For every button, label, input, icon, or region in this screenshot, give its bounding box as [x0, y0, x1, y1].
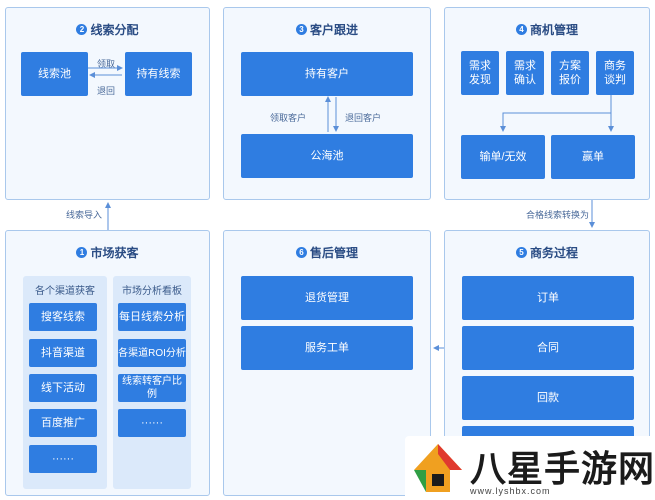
- step-demand-confirm[interactable]: 需求 确认: [506, 51, 544, 95]
- step-number-badge: 1: [76, 247, 88, 258]
- payment-box[interactable]: 回款: [462, 376, 634, 420]
- won-box[interactable]: 赢单: [551, 135, 635, 179]
- panel-title-aftersales: 6 售后管理: [224, 244, 430, 261]
- analysis-item[interactable]: 线索转客户比例: [118, 374, 186, 402]
- step-number-badge: 3: [295, 24, 307, 35]
- analysis-item-more[interactable]: ······: [118, 409, 186, 437]
- step-number-badge: 4: [515, 24, 527, 35]
- panel-market-acquisition: 1 市场获客 各个渠道获客 市场分析看板 搜客线索 抖音渠道 线下活动 百度推广…: [5, 230, 210, 496]
- panel-title-text: 市场获客: [90, 246, 139, 260]
- lost-invalid-box[interactable]: 输单/无效: [461, 135, 545, 179]
- watermark-text: 八星手游网: [470, 448, 655, 489]
- analysis-item[interactable]: 每日线索分析: [118, 303, 186, 331]
- take-label: 领取: [97, 59, 116, 69]
- panel-lead-assignment: 2 线索分配 线索池 持有线索 领取 退回: [5, 7, 210, 200]
- analysis-item[interactable]: 各渠道ROI分析: [118, 339, 186, 367]
- watermark-logo-icon: [414, 444, 462, 492]
- return-label: 退回: [97, 86, 116, 96]
- returns-management-box[interactable]: 退货管理: [241, 276, 413, 320]
- channels-group-title: 各个渠道获客: [35, 286, 95, 297]
- public-pool-box[interactable]: 公海池: [241, 134, 413, 178]
- channel-item[interactable]: 百度推广: [29, 409, 97, 437]
- panel-opportunity: 4 商机管理 需求 发现 需求 确认 方案 报价 商务 谈判 输单/无效 赢单: [444, 7, 650, 200]
- panel-title-text: 客户跟进: [309, 23, 358, 37]
- panel-title-text: 商务过程: [529, 246, 578, 260]
- channel-item[interactable]: 搜客线索: [29, 303, 97, 331]
- step-number-badge: 2: [76, 24, 88, 35]
- return-customer-label: 退回客户: [345, 113, 382, 123]
- panel-title-text: 线索分配: [90, 23, 139, 37]
- analysis-group-title: 市场分析看板: [122, 286, 182, 297]
- held-customers-box[interactable]: 持有客户: [241, 52, 413, 96]
- panel-business-process: 5 商务过程 订单 合同 回款: [444, 230, 650, 496]
- held-leads-box[interactable]: 持有线索: [125, 52, 192, 96]
- panel-title-customer-followup: 3 客户跟进: [224, 21, 430, 38]
- arrow-to-lost: [500, 95, 612, 132]
- channel-item[interactable]: 线下活动: [29, 374, 97, 402]
- channel-item-more[interactable]: ······: [29, 445, 97, 473]
- qualified-convert-label: 合格线索转换为: [526, 210, 590, 220]
- panel-title-text: 商机管理: [529, 23, 578, 37]
- channel-item[interactable]: 抖音渠道: [29, 339, 97, 367]
- lead-import-label: 线索导入: [66, 210, 103, 220]
- watermark-url: www.lyshbx.com: [470, 486, 551, 496]
- take-customer-label: 领取客户: [270, 113, 307, 123]
- panel-title-lead-assignment: 2 线索分配: [6, 21, 209, 38]
- panel-aftersales: 6 售后管理 退货管理 服务工单: [223, 230, 431, 496]
- lead-pool-box[interactable]: 线索池: [21, 52, 88, 96]
- order-box[interactable]: 订单: [462, 276, 634, 320]
- step-number-badge: 6: [295, 247, 307, 258]
- panel-title-opportunity: 4 商机管理: [445, 21, 649, 38]
- panel-customer-followup: 3 客户跟进 持有客户 公海池 领取客户 退回客户: [223, 7, 431, 200]
- step-demand-discovery[interactable]: 需求 发现: [461, 51, 499, 95]
- service-ticket-box[interactable]: 服务工单: [241, 326, 413, 370]
- step-proposal-quote[interactable]: 方案 报价: [551, 51, 589, 95]
- contract-box[interactable]: 合同: [462, 326, 634, 370]
- panel-title-market: 1 市场获客: [6, 244, 209, 261]
- step-number-badge: 5: [515, 247, 527, 258]
- step-business-negotiation[interactable]: 商务 谈判: [596, 51, 634, 95]
- panel-title-text: 售后管理: [309, 246, 358, 260]
- panel-title-business: 5 商务过程: [445, 244, 649, 261]
